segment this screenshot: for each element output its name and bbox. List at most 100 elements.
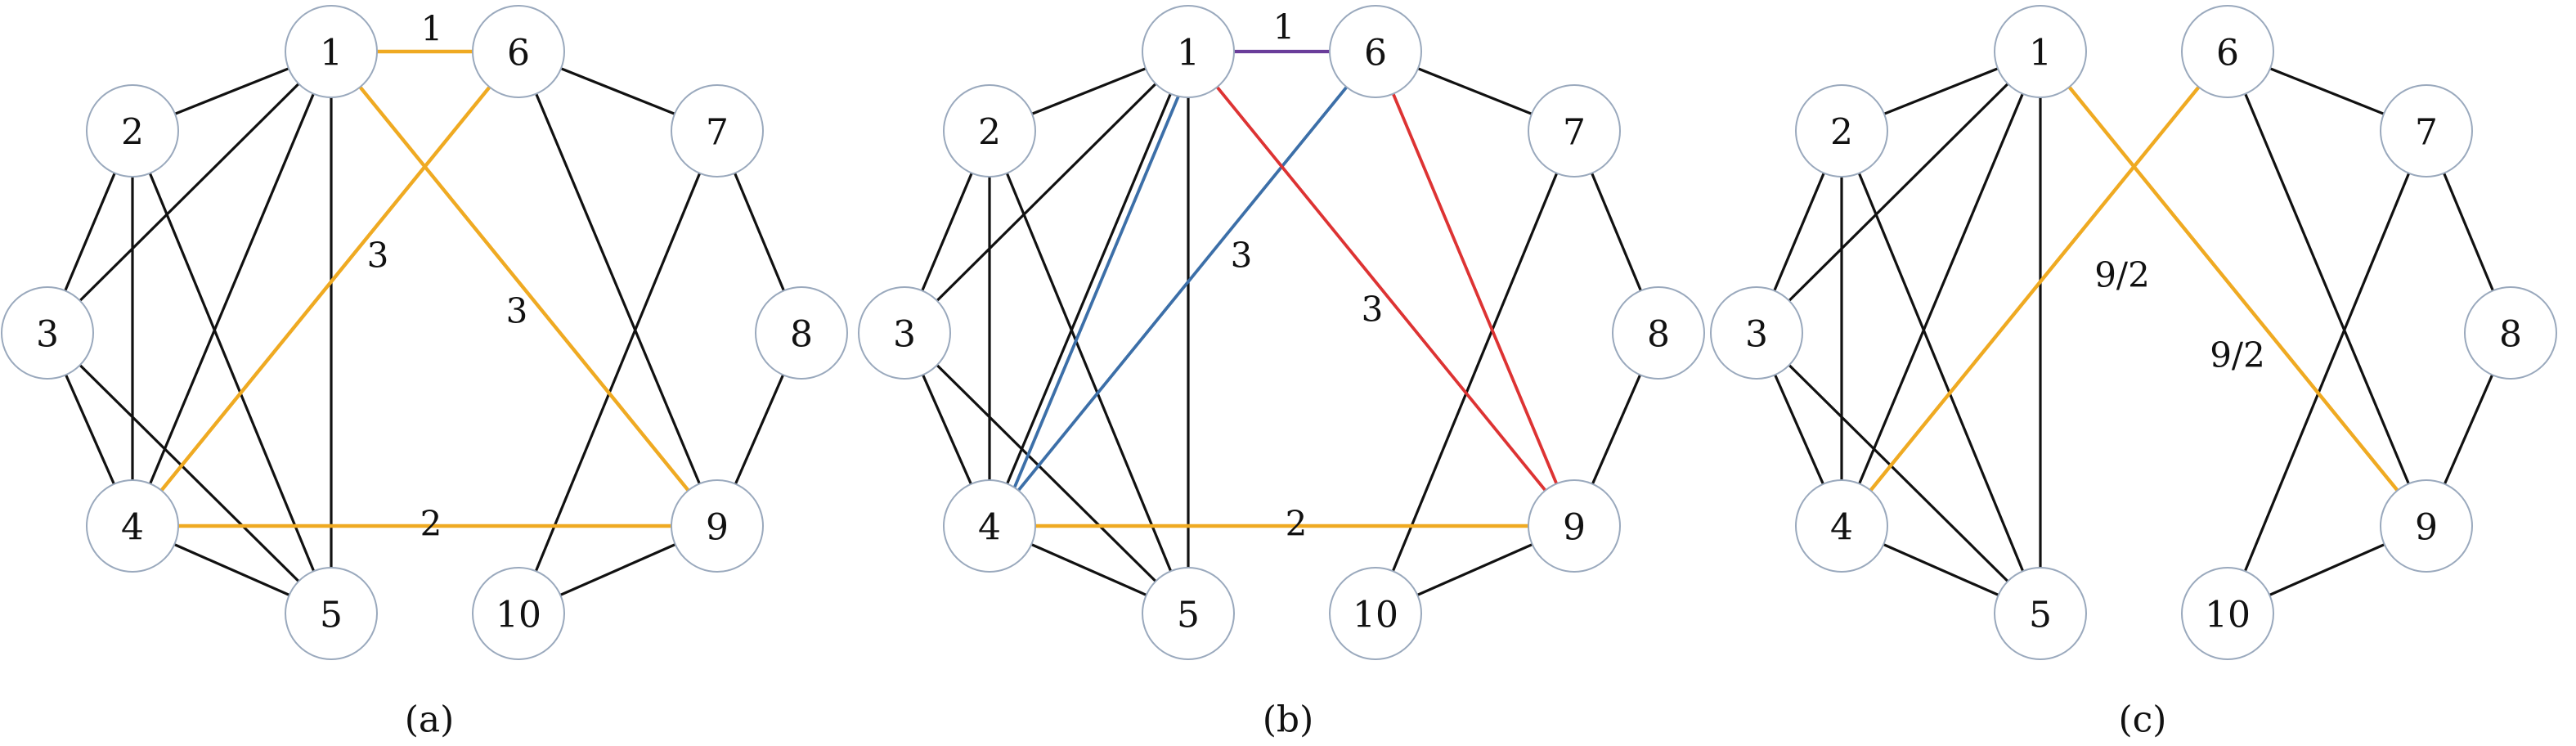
edge-1-9 [1187, 50, 1576, 528]
node-label-9: 9 [706, 507, 729, 549]
panel-a: 1 3 3 2 1 2 3 4 5 6 7 8 9 10 (a) [1, 5, 848, 741]
edge-weight-label: 2 [420, 504, 442, 544]
edge-6-4 [988, 50, 1377, 528]
node-label-3: 3 [1745, 314, 1768, 356]
edge-3-5 [1755, 331, 2042, 615]
edge-4-6 [1839, 49, 2230, 528]
edge-3-5 [46, 331, 333, 615]
edge-1-4 [1840, 50, 2042, 528]
node-10 [1329, 567, 1422, 660]
node-label-2: 2 [1830, 112, 1853, 154]
panel-c: 9/2 9/2 1 2 3 4 5 6 7 8 9 10 (c) [1710, 5, 2557, 741]
node-4 [86, 479, 179, 573]
edge-1-9 [2038, 49, 2429, 528]
node-label-1: 1 [1177, 33, 1200, 74]
node-label-4: 4 [1830, 507, 1853, 549]
edge-4-6 [130, 49, 521, 528]
edge-6-9 [517, 50, 719, 528]
node-5 [1994, 567, 2087, 660]
edge-7-10 [1374, 129, 1576, 615]
node-7 [2380, 84, 2473, 178]
node-3 [1, 286, 94, 380]
edge-1-4 [988, 50, 1190, 528]
node-label-6: 6 [507, 33, 530, 74]
edge-2-5 [131, 129, 333, 615]
node-6 [1329, 5, 1422, 98]
node-label-4: 4 [121, 507, 144, 549]
node-label-8: 8 [790, 314, 813, 356]
node-label-8: 8 [2499, 314, 2522, 356]
node-7 [1528, 84, 1621, 178]
edge-weight-label: 1 [421, 9, 443, 49]
edge-2-5 [1840, 129, 2042, 615]
node-6 [472, 5, 565, 98]
node-8 [755, 286, 848, 380]
node-label-8: 8 [1647, 314, 1670, 356]
edge-weight-label: 9/2 [2094, 255, 2150, 295]
node-9 [2380, 479, 2473, 573]
node-label-10: 10 [1353, 595, 1398, 636]
node-2 [943, 84, 1036, 178]
edge-7-10 [517, 129, 719, 615]
edge-weight-label: 3 [506, 291, 528, 331]
node-10 [2181, 567, 2274, 660]
node-label-10: 10 [2205, 595, 2251, 636]
node-9 [1528, 479, 1621, 573]
node-label-1: 1 [2029, 33, 2052, 74]
node-10 [472, 567, 565, 660]
edge-1-9 [329, 49, 720, 528]
edge-2-5 [988, 129, 1190, 615]
node-label-4: 4 [978, 507, 1001, 549]
node-2 [1795, 84, 1888, 178]
panel-a-caption: (a) [405, 699, 455, 741]
node-1 [1994, 5, 2087, 98]
node-label-5: 5 [1177, 595, 1200, 636]
edge-1-4 [131, 50, 333, 528]
node-4 [943, 479, 1036, 573]
node-9 [671, 479, 764, 573]
node-label-6: 6 [2216, 33, 2239, 74]
edge-7-10 [2226, 129, 2428, 615]
edge-1-3 [1755, 50, 2042, 335]
node-5 [1142, 567, 1235, 660]
node-label-3: 3 [36, 314, 59, 356]
node-label-9: 9 [1563, 507, 1586, 549]
panel-c-caption: (c) [2119, 699, 2167, 741]
node-3 [1710, 286, 1803, 380]
node-label-7: 7 [1563, 112, 1586, 154]
node-label-9: 9 [2415, 507, 2438, 549]
edge-weight-label: 3 [367, 236, 389, 276]
node-8 [1612, 286, 1705, 380]
node-label-7: 7 [2415, 112, 2438, 154]
edge-weight-label: 2 [1286, 504, 1308, 544]
node-1 [285, 5, 378, 98]
edge-1-3 [903, 50, 1190, 335]
node-1 [1142, 5, 1235, 98]
node-label-1: 1 [320, 33, 343, 74]
node-2 [86, 84, 179, 178]
edge-weight-label: 1 [1273, 7, 1295, 47]
edge-weight-label: 3 [1231, 236, 1253, 276]
edge-6-9 [1374, 50, 1576, 528]
node-label-5: 5 [2029, 595, 2052, 636]
edge-1-3 [46, 50, 333, 335]
edge-6-9 [2226, 50, 2428, 528]
edge-weight-label: 9/2 [2210, 335, 2265, 375]
node-label-3: 3 [893, 314, 916, 356]
node-6 [2181, 5, 2274, 98]
edge-weight-label: 3 [1362, 290, 1384, 330]
node-4 [1795, 479, 1888, 573]
node-label-7: 7 [706, 112, 729, 154]
node-label-10: 10 [496, 595, 541, 636]
node-7 [671, 84, 764, 178]
edge-3-5 [903, 331, 1190, 615]
node-label-5: 5 [320, 595, 343, 636]
node-3 [858, 286, 951, 380]
panel-b-caption: (b) [1263, 699, 1314, 741]
edge-1-4 [995, 52, 1198, 531]
node-label-6: 6 [1364, 33, 1387, 74]
node-label-2: 2 [121, 112, 144, 154]
node-8 [2464, 286, 2557, 380]
